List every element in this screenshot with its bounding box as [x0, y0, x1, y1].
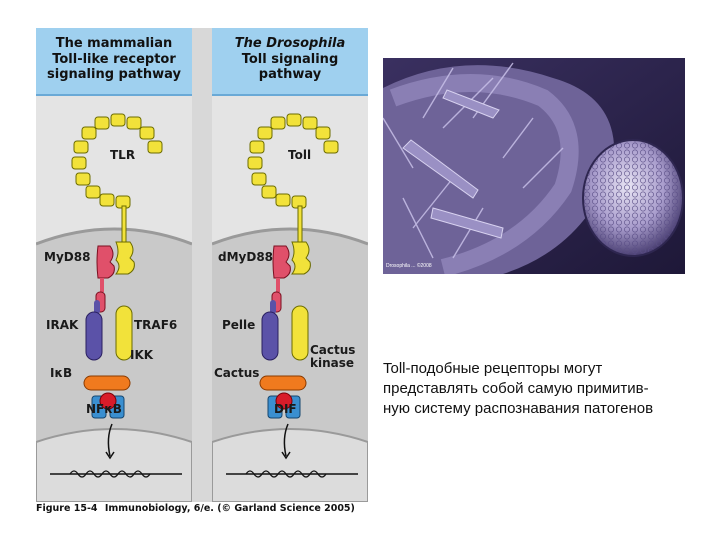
adaptor-shape	[291, 305, 309, 361]
tlr-label: TLR	[110, 148, 136, 162]
toll-label: Toll	[288, 148, 312, 162]
mammalian-title-line-2: Toll-like receptor	[52, 51, 176, 67]
figure-source: Immunobiology, 6/e. (© Garland Science 2…	[104, 503, 355, 514]
dif-label: DIF	[274, 402, 297, 416]
myd88-shape	[96, 245, 115, 279]
drosophila-title-line-2: Toll signaling	[241, 51, 339, 67]
arrow-head	[105, 451, 115, 460]
nucleus	[212, 428, 368, 502]
ikb-dot	[99, 392, 117, 410]
mammalian-pathway-diagram	[36, 113, 192, 502]
tlr-transmembrane-stalk	[121, 205, 127, 243]
toll-receptor-leucine-repeats	[247, 113, 339, 209]
mammalian-panel-header: The mammalian Toll-like receptor signali…	[36, 28, 192, 96]
cell-membrane	[212, 227, 368, 246]
fly-micrograph-image	[383, 58, 685, 274]
dmyd88-shape	[272, 245, 291, 279]
mammalian-title-line-1: The mammalian	[55, 36, 173, 51]
cactus-label: Cactus	[214, 366, 260, 380]
nucleus	[36, 428, 192, 502]
drosophila-title-line-3: pathway	[258, 67, 322, 82]
cactus-kinase-label-line-2: kinase	[310, 356, 355, 370]
ikk-shape	[83, 375, 131, 391]
irak-label: IRAK	[46, 318, 79, 332]
nuclear-translocation-arrow	[283, 423, 289, 457]
toll-transmembrane-stalk	[297, 205, 303, 243]
traf6-shape	[115, 305, 133, 361]
drosophila-panel-header: The Drosophila Toll signaling pathway	[212, 28, 368, 96]
description-text: Toll-подобные рецепторы могут представля…	[383, 359, 713, 419]
photo-credit: Drosophila ... ©2008	[386, 263, 432, 269]
nuclear-translocation-arrow	[107, 423, 113, 457]
toll-pathway-figure: The mammalian Toll-like receptor signali…	[36, 28, 368, 502]
irak-shape	[85, 311, 103, 361]
pelle-shape	[261, 311, 279, 361]
description-line-3: ную систему распознавания патогенов	[383, 400, 654, 417]
irak-death-domain	[94, 300, 100, 314]
pelle-label: Pelle	[222, 318, 256, 332]
myd88-linker	[100, 278, 104, 292]
myd88-label: MyD88	[44, 250, 91, 264]
drosophila-pathway-diagram	[212, 113, 368, 502]
drosophila-panel: The Drosophila Toll signaling pathway	[212, 28, 368, 502]
toll-tir-domain	[291, 241, 311, 275]
ikb-label: IκB	[50, 366, 73, 380]
nfkb-label: NFκB	[86, 402, 122, 416]
dmyd88-label: dMyD88	[218, 250, 274, 264]
description-line-2: представлять собой самую примитив-	[383, 380, 649, 397]
gene-wave	[69, 470, 151, 478]
cell-membrane	[36, 227, 192, 246]
cactus-kinase-label: Cactus kinase	[310, 344, 355, 370]
cactus-dot	[275, 392, 293, 410]
figure-caption: Figure 15-4 Immunobiology, 6/e. (© Garla…	[36, 503, 355, 514]
arrow-head	[281, 451, 291, 460]
fly-micrograph-drawing	[383, 58, 685, 274]
gene-wave	[245, 470, 327, 478]
traf6-label: TRAF6	[134, 318, 178, 332]
mammalian-title-line-3: signaling pathway	[47, 67, 181, 82]
drosophila-title-line-1: The Drosophila	[234, 36, 346, 51]
tlr-tir-domain	[115, 241, 135, 275]
pelle-death-domain	[270, 300, 276, 314]
tlr-receptor-leucine-repeats	[71, 113, 163, 209]
ikk-label: IKK	[130, 348, 154, 362]
description-line-1: Toll-подобные рецепторы могут	[383, 360, 603, 377]
figure-number: Figure 15-4	[36, 503, 98, 514]
cactus-kinase-shape	[259, 375, 307, 391]
dmyd88-linker	[276, 278, 280, 292]
mammalian-panel: The mammalian Toll-like receptor signali…	[36, 28, 192, 502]
cactus-kinase-label-line-1: Cactus	[310, 343, 356, 357]
